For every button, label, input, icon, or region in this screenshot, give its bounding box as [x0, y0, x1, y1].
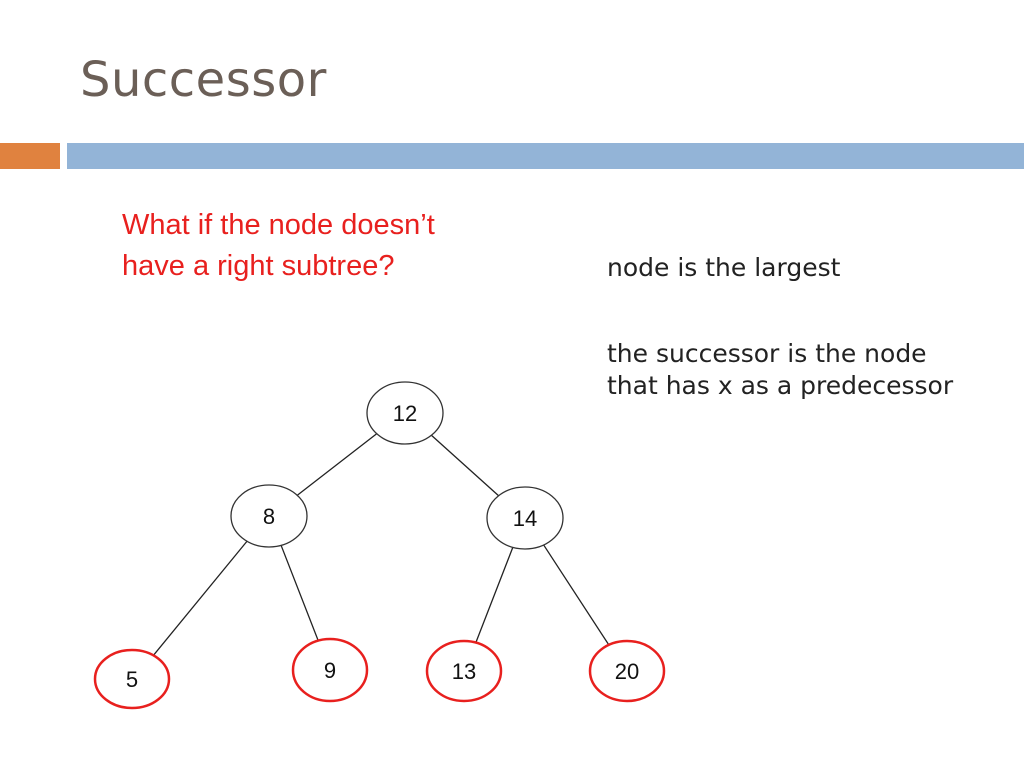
note-largest: node is the largest: [607, 253, 841, 282]
accent-bar-orange: [0, 143, 60, 169]
tree-node-circle: [291, 637, 369, 703]
tree-edge-8-5: [151, 539, 249, 658]
tree-node-circle: [366, 381, 444, 445]
tree-edge-14-20: [542, 543, 611, 647]
tree-node-circle: [230, 484, 308, 548]
tree-node-9: 9: [291, 637, 369, 703]
question-text: What if the node doesn’t have a right su…: [122, 209, 435, 282]
tree-node-label: 8: [263, 504, 275, 529]
tree-node-circle: [425, 639, 503, 703]
tree-node-circle: [486, 486, 564, 550]
slide-title: Successor: [80, 52, 327, 108]
tree-node-8: 8: [230, 484, 308, 548]
tree-edge-12-14: [428, 432, 502, 499]
tree-node-label: 14: [513, 506, 537, 531]
tree-edge-14-13: [475, 546, 514, 644]
tree-node-12: 12: [366, 381, 444, 445]
tree-node-label: 5: [126, 667, 138, 692]
tree-node-20: 20: [588, 639, 666, 703]
tree-node-label: 13: [452, 659, 476, 684]
tree-node-label: 12: [393, 401, 417, 426]
tree-node-13: 13: [425, 639, 503, 703]
tree-node-5: 5: [93, 648, 171, 710]
note-successor-definition: the successor is the node that has x as …: [607, 339, 954, 400]
tree-edge-8-9: [280, 544, 320, 642]
tree-edge-12-8: [294, 431, 380, 498]
tree-node-circle: [93, 648, 171, 710]
tree-node-label: 9: [324, 658, 336, 683]
tree-node-label: 20: [615, 659, 639, 684]
tree-node-14: 14: [486, 486, 564, 550]
tree-node-circle: [588, 639, 666, 703]
accent-bar-blue: [67, 143, 1024, 169]
